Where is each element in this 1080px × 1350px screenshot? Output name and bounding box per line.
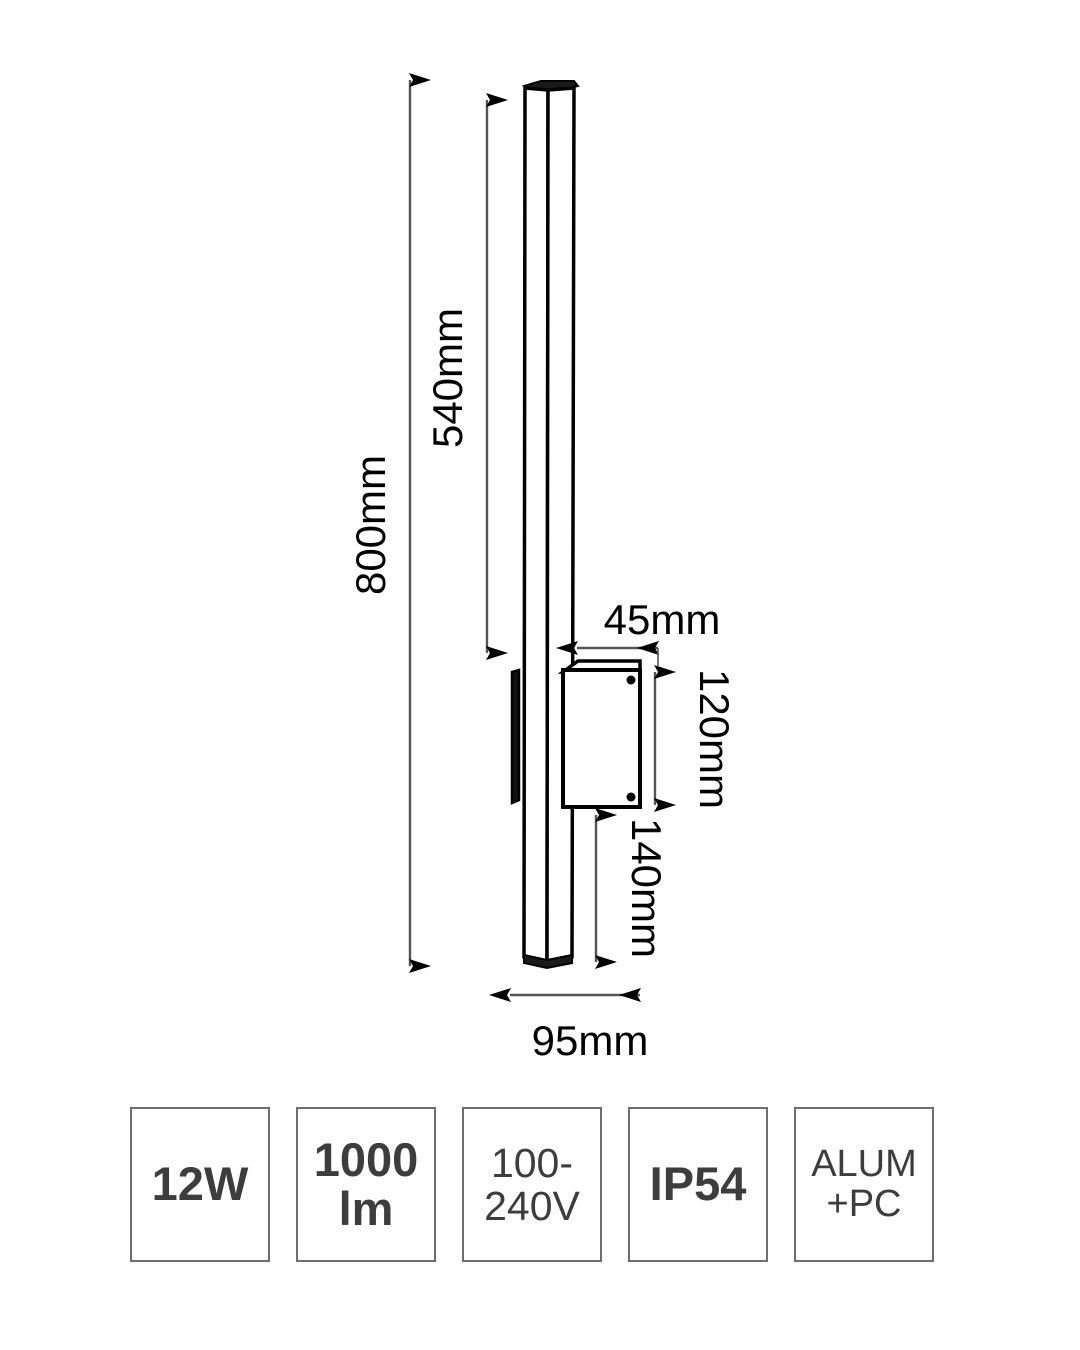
dimension-140mm: 140mm (594, 808, 670, 969)
dimension-800mm-label: 800mm (347, 455, 394, 595)
dimension-120mm-label: 120mm (691, 669, 738, 809)
dimension-45mm-label: 45mm (604, 596, 721, 643)
product-outline (510, 80, 642, 970)
dimension-45mm: 45mm (556, 596, 721, 666)
junction-box-screw-top (626, 675, 636, 685)
spec-badge-luminosity: 1000 lm (296, 1107, 436, 1262)
spec-material-label: ALUM +PC (811, 1143, 917, 1225)
junction-box-front-face (561, 668, 642, 809)
dimension-120mm: 120mm (653, 665, 738, 812)
dimension-95mm: 95mm (489, 988, 649, 1064)
spec-luminosity-label: 1000 lm (313, 1133, 419, 1235)
spec-badge-power: 12W (130, 1107, 270, 1262)
spec-ip-rating-label: IP54 (649, 1157, 747, 1211)
spec-power-label: 12W (151, 1157, 249, 1211)
dimension-540mm: 540mm (424, 93, 508, 660)
spec-badge-strip: 12W 1000 lm 100- 240V IP54 ALUM +PC (130, 1107, 950, 1262)
bar-bottom-cap (523, 953, 573, 970)
spec-voltage-label: 100- 240V (484, 1140, 580, 1229)
junction-box-screw-bottom (626, 792, 636, 802)
dimension-800mm: 800mm (347, 73, 431, 973)
dimension-95mm-label: 95mm (532, 1017, 649, 1064)
spec-badge-ip-rating: IP54 (628, 1107, 768, 1262)
dimension-140mm-label: 140mm (623, 818, 670, 958)
bar-left-face (522, 86, 550, 965)
spec-badge-material: ALUM +PC (794, 1107, 934, 1262)
spec-badge-voltage: 100- 240V (462, 1107, 602, 1262)
wall-mount-strip (510, 668, 521, 805)
dimension-540mm-label: 540mm (424, 308, 471, 448)
bar-right-face (545, 86, 576, 965)
